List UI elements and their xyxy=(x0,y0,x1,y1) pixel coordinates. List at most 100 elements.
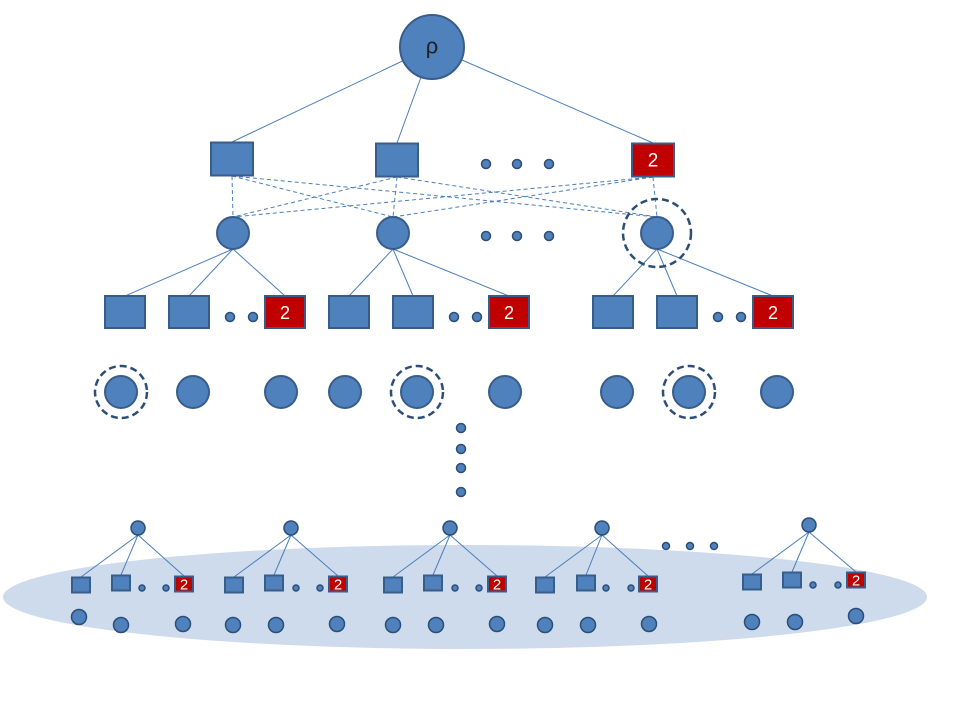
level3-square-node xyxy=(104,295,146,329)
child-edge xyxy=(348,248,394,297)
level4-circle-node xyxy=(400,375,434,409)
leaf-circle-node xyxy=(224,616,242,634)
ellipsis-dot xyxy=(292,584,300,592)
dashed-highlight-ring xyxy=(389,364,445,420)
ellipsis-dot xyxy=(511,230,523,242)
marked-count-label: 2 xyxy=(180,577,188,594)
level4-circle-node xyxy=(176,375,210,409)
level3-square-node xyxy=(328,295,370,329)
ellipsis-dot xyxy=(602,584,610,592)
root-edge xyxy=(431,46,654,144)
dashed-link xyxy=(232,176,654,218)
leaf-circle-node xyxy=(267,616,285,634)
bottom-marked-square-node xyxy=(174,575,194,593)
ellipsis-dot xyxy=(247,311,259,323)
dashed-highlight-ring xyxy=(661,364,717,420)
bottom-square-node xyxy=(423,574,443,592)
level1-square-node xyxy=(375,142,419,178)
ellipsis-dot xyxy=(455,486,467,498)
child-edge xyxy=(124,248,234,297)
leaf-circle-node xyxy=(488,615,506,633)
leaf-circle-node xyxy=(328,615,346,633)
subtree-edge xyxy=(585,534,603,576)
subtree-root-node xyxy=(130,520,146,536)
leaf-circle-node xyxy=(70,608,88,626)
leaf-circle-node xyxy=(384,616,402,634)
dashed-link xyxy=(652,176,658,218)
level4-circle-node xyxy=(328,375,362,409)
ellipsis-dot xyxy=(809,581,817,589)
level2-circle-node xyxy=(640,216,674,250)
ellipsis-dot xyxy=(685,541,695,551)
level4-circle-node xyxy=(672,375,706,409)
subtree-edge xyxy=(751,531,810,575)
bottom-square-node xyxy=(742,573,762,591)
leaf-level-region xyxy=(3,545,927,649)
subtree-edge xyxy=(392,534,451,578)
subtree-edge xyxy=(233,534,292,578)
ellipsis-dot xyxy=(712,311,724,323)
child-edge xyxy=(656,248,774,297)
leaf-circle-node xyxy=(847,607,865,625)
ellipsis-dot xyxy=(475,584,483,592)
dashed-link xyxy=(231,175,234,218)
bottom-square-node xyxy=(576,574,596,592)
ellipsis-dot xyxy=(451,584,459,592)
child-edge xyxy=(392,248,414,297)
dashed-link xyxy=(396,176,658,218)
leaf-circle-node xyxy=(786,613,804,631)
leaf-circle-node xyxy=(427,616,445,634)
ellipsis-dot xyxy=(455,443,467,455)
leaf-circle-node xyxy=(640,615,658,633)
level4-circle-node xyxy=(264,375,298,409)
subtree-edge xyxy=(273,534,292,576)
ellipsis-dot xyxy=(162,584,170,592)
ellipsis-dot xyxy=(448,311,460,323)
subtree-edge xyxy=(137,534,185,577)
level3-square-node xyxy=(656,295,698,329)
ellipsis-dot xyxy=(834,581,842,589)
dashed-link xyxy=(231,175,658,218)
bottom-marked-square-node xyxy=(487,575,507,593)
marked-count-label: 2 xyxy=(768,303,778,323)
ellipsis-dot xyxy=(511,158,523,170)
level2-circle-node xyxy=(216,216,250,250)
dashed-link xyxy=(232,176,398,218)
level3-marked-square-node xyxy=(752,295,794,329)
ellipsis-dot xyxy=(480,158,492,170)
dashed-link xyxy=(231,175,394,218)
root-node xyxy=(399,14,465,80)
root-edge xyxy=(231,46,433,143)
bottom-square-node xyxy=(782,571,802,589)
ellipsis-dot xyxy=(316,584,324,592)
marked-count-label: 2 xyxy=(334,577,342,594)
subtree-edge xyxy=(449,534,498,577)
bottom-marked-square-node xyxy=(638,575,658,593)
subtree-root-node xyxy=(594,520,610,536)
marked-count-label: 2 xyxy=(280,303,290,323)
ellipsis-dot xyxy=(224,311,236,323)
level4-circle-node xyxy=(760,375,794,409)
leaf-circle-node xyxy=(743,613,761,631)
subtree-edge xyxy=(120,534,139,576)
ellipsis-dot xyxy=(480,230,492,242)
level1-marked-square-node xyxy=(631,142,675,178)
subtree-edge xyxy=(601,534,649,577)
level4-circle-node xyxy=(488,375,522,409)
ellipsis-dot xyxy=(627,584,635,592)
subtree-root-node xyxy=(283,520,299,536)
level2-circle-node xyxy=(376,216,410,250)
bottom-marked-square-node xyxy=(846,571,866,589)
bottom-square-node xyxy=(535,576,555,594)
dashed-link xyxy=(392,176,398,218)
level3-square-node xyxy=(392,295,434,329)
subtree-edge xyxy=(791,531,810,573)
bottom-square-node xyxy=(111,574,131,592)
ellipsis-dot xyxy=(455,462,467,474)
level3-square-node xyxy=(168,295,210,329)
level4-circle-node xyxy=(104,375,138,409)
ellipsis-dot xyxy=(543,158,555,170)
root-label: ρ xyxy=(426,34,439,59)
